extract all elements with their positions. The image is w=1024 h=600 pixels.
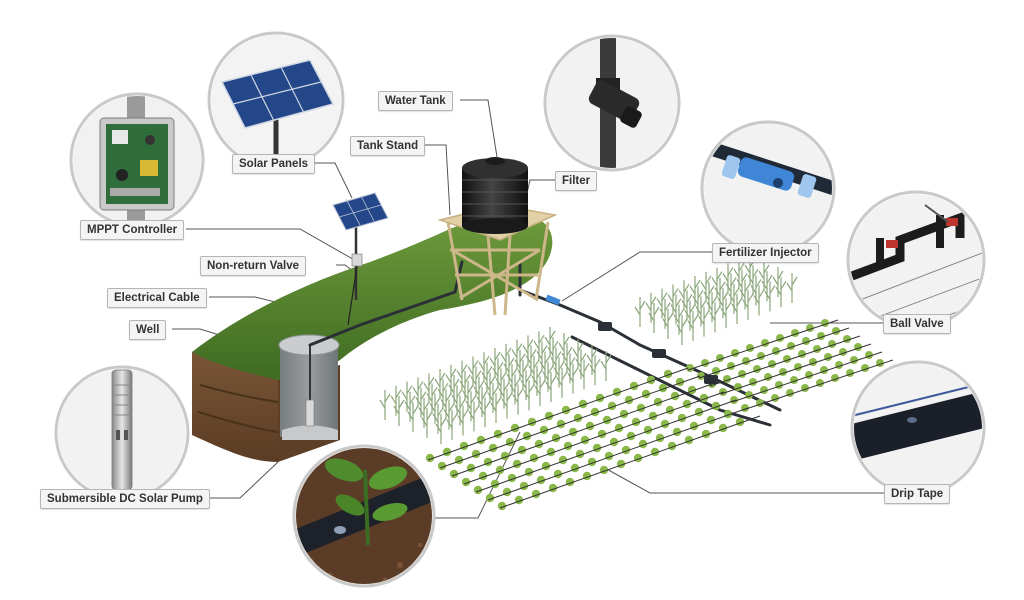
manifold-valves [598, 322, 718, 384]
label-electrical-cable: Electrical Cable [107, 288, 207, 308]
seedling-field [425, 319, 884, 511]
label-fertilizer-injector: Fertilizer Injector [712, 243, 819, 263]
grass-platform [192, 214, 553, 462]
label-well: Well [129, 320, 167, 340]
submersible-pump-inset [54, 365, 190, 501]
ball-valve-inset [846, 190, 986, 330]
label-submersible-pump: Submersible DC Solar Pump [40, 489, 210, 509]
drip-tape-inset [850, 360, 986, 496]
label-non-return-valve: Non-return Valve [200, 256, 307, 276]
seedling-dripper-inset [292, 444, 436, 588]
leader-lines [172, 99, 884, 519]
water-tank [462, 157, 528, 234]
solar-panel-installation [332, 192, 389, 326]
well [278, 334, 340, 440]
solar-panels-inset [207, 31, 345, 169]
fertilizer-injector-inline [545, 294, 561, 306]
drip-lines [427, 319, 894, 509]
maize-field [379, 255, 798, 444]
label-water-tank: Water Tank [378, 91, 453, 111]
fertilizer-injector-inset [700, 120, 836, 256]
label-mppt-controller: MPPT Controller [80, 220, 185, 240]
mppt-controller-inset [69, 92, 205, 228]
label-tank-stand: Tank Stand [350, 136, 426, 156]
label-drip-tape: Drip Tape [884, 484, 951, 504]
filter-inset [543, 34, 681, 172]
label-solar-panels: Solar Panels [232, 154, 316, 174]
label-filter: Filter [555, 171, 598, 191]
label-ball-valve: Ball Valve [883, 314, 951, 334]
